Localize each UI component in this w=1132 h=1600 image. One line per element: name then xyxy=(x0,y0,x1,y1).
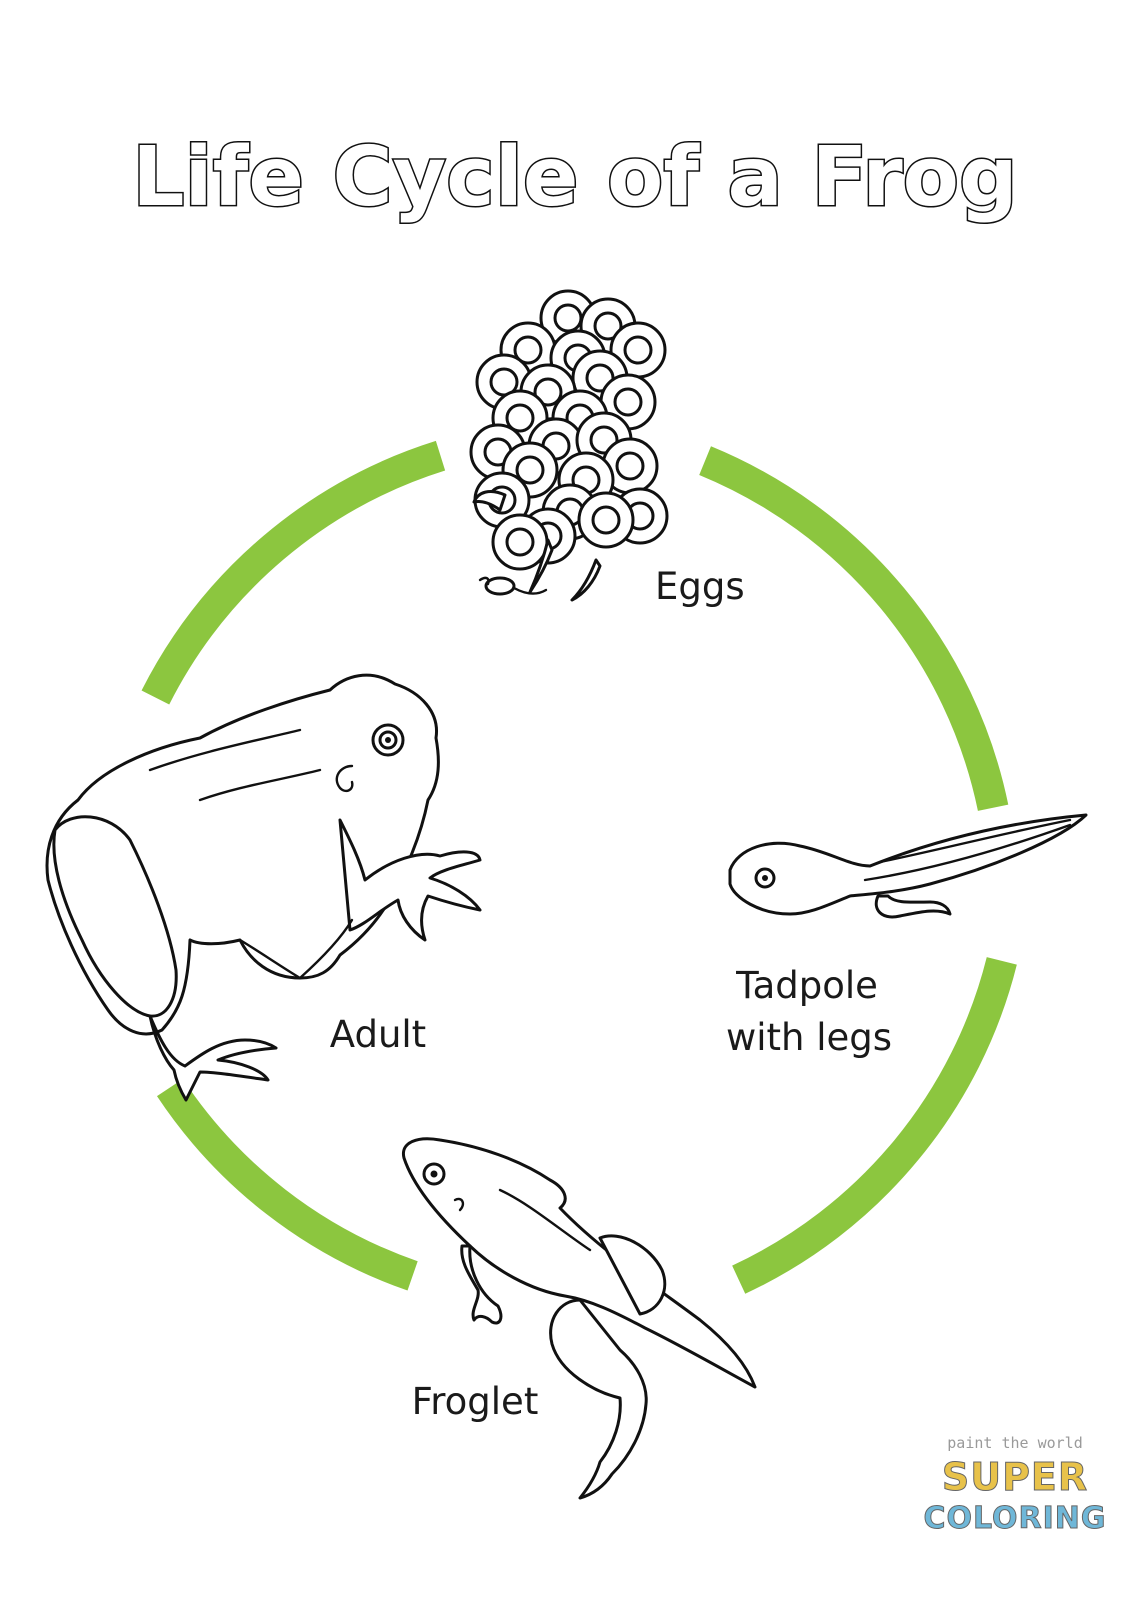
label-froglet: Froglet xyxy=(412,1380,539,1423)
froglet-hind-leg-top xyxy=(598,1234,667,1316)
hatchling-1 xyxy=(472,490,507,512)
label-tadpole-line1: Tadpole xyxy=(735,964,878,1007)
egg-yolk-9 xyxy=(613,387,643,417)
adult-frog-thigh xyxy=(52,815,178,1018)
egg-yolk-21 xyxy=(591,505,621,535)
page-title: Life Cycle of a Frog xyxy=(132,130,1017,225)
arc-eggs-to-tadpole xyxy=(699,446,1009,811)
logo-word-super: SUPER xyxy=(942,1455,1088,1499)
egg-yolk-15 xyxy=(615,451,645,481)
tadpole-illustration xyxy=(728,813,1088,919)
label-tadpole-line2: with legs xyxy=(726,1016,892,1059)
tadpole-body xyxy=(728,813,1088,916)
arc-froglet-to-adult xyxy=(156,1079,418,1291)
cycle-arrows xyxy=(141,440,1017,1294)
super-coloring-logo: paint the world SUPER COLORING xyxy=(923,1434,1106,1537)
froglet-hind-leg-bottom xyxy=(549,1298,648,1500)
egg-yolk-23 xyxy=(505,527,535,557)
egg-yolk-1 xyxy=(553,303,583,333)
label-eggs: Eggs xyxy=(655,565,745,608)
eggs-illustration xyxy=(469,289,669,602)
egg-yolk-4 xyxy=(513,335,543,365)
arc-adult-to-eggs xyxy=(141,440,446,705)
froglet-front-leg xyxy=(460,1244,503,1325)
hatchling-2 xyxy=(528,538,554,594)
label-adult: Adult xyxy=(330,1013,426,1056)
egg-yolk-2 xyxy=(593,311,623,341)
adult-frog-front-foot xyxy=(338,818,482,942)
egg-yolk-8 xyxy=(533,377,563,407)
adult-frog-hind-foot xyxy=(148,1014,278,1102)
arc-tadpole-to-froglet xyxy=(732,957,1017,1294)
tadpole-leg xyxy=(874,894,952,919)
hatchling-3 xyxy=(570,558,602,602)
egg-yolk-17 xyxy=(515,455,545,485)
hatchling-4 xyxy=(484,576,516,596)
logo-tagline: paint the world xyxy=(947,1434,1082,1452)
egg-yolk-3 xyxy=(623,335,653,365)
froglet-illustration xyxy=(402,1137,757,1500)
egg-yolk-10 xyxy=(505,403,535,433)
froglet-body xyxy=(402,1137,757,1389)
adult-frog-illustration xyxy=(45,673,482,1102)
logo-word-coloring: COLORING xyxy=(923,1501,1106,1536)
